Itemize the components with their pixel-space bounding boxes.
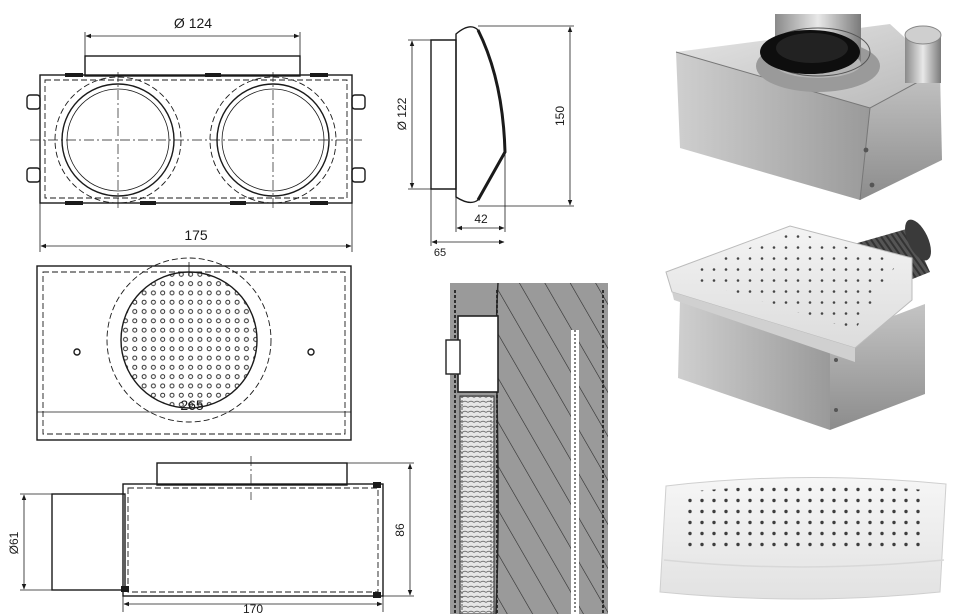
grille-face-drawing: 265 (36, 257, 352, 441)
dim-grille-depth-outer: 65 (434, 247, 446, 259)
front-view-drawing: Ø61 86 170 (7, 456, 414, 614)
dim-grille-depth-inner: 42 (474, 212, 488, 226)
box-with-grille-photo (665, 219, 931, 430)
dim-width-front: 170 (243, 602, 263, 614)
wall-installation-sketch (445, 282, 608, 614)
top-view-drawing: Ø 124 175 (26, 15, 366, 252)
plenum-box-photo (675, 14, 942, 201)
dim-grille-length: 265 (180, 397, 204, 413)
dim-height-front: 86 (393, 523, 407, 537)
curved-grille-photo (659, 476, 947, 600)
dim-width-top: 175 (184, 227, 208, 243)
dim-grille-diameter: Ø 122 (395, 97, 409, 130)
dim-spigot-diameter-front: Ø61 (7, 531, 21, 554)
dim-spigot-diameter-top: Ø 124 (174, 15, 212, 31)
dim-grille-height: 150 (553, 106, 567, 126)
grille-profile-drawing: Ø 122 150 42 65 (395, 25, 574, 259)
